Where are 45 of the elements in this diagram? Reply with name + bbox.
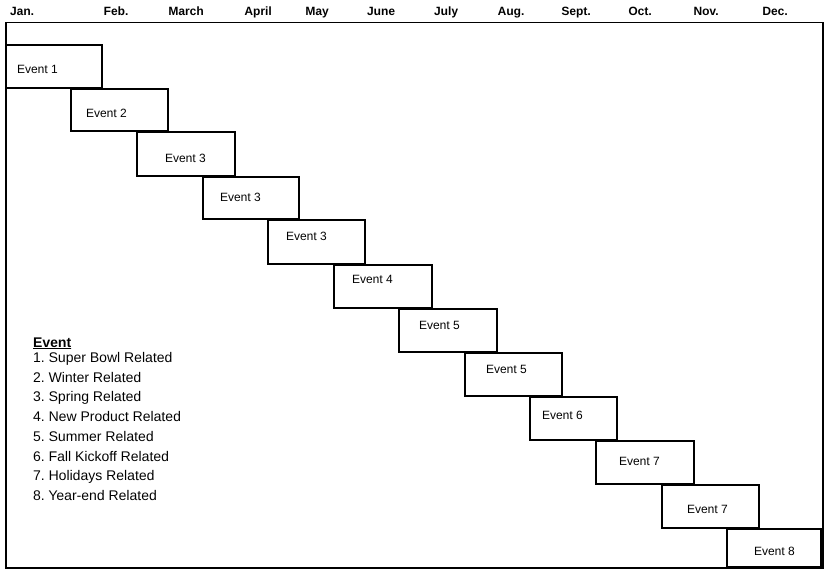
month-label: March [168, 4, 204, 18]
event-label: Event 5 [419, 318, 460, 332]
event-box [202, 176, 300, 220]
month-label: Dec. [762, 4, 788, 18]
event-box [529, 396, 618, 441]
month-label: April [244, 4, 272, 18]
month-label: Jan. [10, 4, 34, 18]
month-label: July [434, 4, 458, 18]
event-label: Event 3 [165, 151, 206, 165]
month-label: Aug. [498, 4, 524, 18]
event-label: Event 3 [220, 190, 261, 204]
month-label: May [305, 4, 329, 18]
event-box [398, 308, 498, 353]
legend-item: 8. Year-end Related [33, 486, 157, 503]
event-box [333, 264, 433, 309]
event-box [726, 528, 822, 568]
legend-item: 5. Summer Related [33, 428, 154, 444]
month-label: June [367, 4, 395, 18]
month-label: Sept. [561, 4, 591, 18]
legend-heading: Event [33, 334, 72, 350]
event-label: Event 1 [17, 62, 58, 76]
event-label: Event 2 [86, 106, 127, 120]
month-label: Oct. [628, 4, 652, 18]
event-label: Event 4 [352, 272, 393, 286]
event-box [661, 484, 760, 529]
event-label: Event 7 [619, 454, 660, 468]
event-label: Event 6 [542, 408, 583, 422]
month-label: Nov. [693, 4, 719, 18]
event-box [70, 88, 169, 132]
legend-item: 3. Spring Related [33, 388, 142, 404]
legend-item: 1. Super Bowl Related [33, 349, 172, 365]
event-label: Event 3 [286, 229, 327, 243]
event-label: Event 5 [486, 362, 527, 376]
event-box [267, 219, 366, 265]
event-box [595, 440, 695, 485]
legend-item: 2. Winter Related [33, 368, 142, 385]
legend-item: 6. Fall Kickoff Related [33, 448, 169, 464]
event-box [464, 352, 563, 397]
event-box [136, 131, 236, 177]
month-label: Feb. [104, 4, 128, 18]
event-box [5, 44, 103, 89]
event-label: Event 7 [687, 502, 728, 516]
event-label: Event 8 [754, 544, 795, 558]
legend-item: 7. Holidays Related [33, 467, 154, 484]
legend-item: 4. New Product Related [33, 408, 181, 424]
